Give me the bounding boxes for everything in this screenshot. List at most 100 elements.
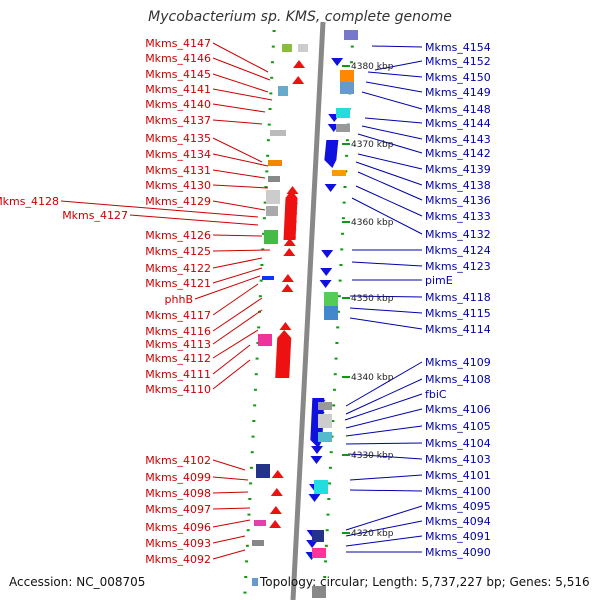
gene-label-mkms-4128[interactable]: Mkms_4128 — [0, 195, 59, 208]
connector-mkms-4128 — [60, 200, 259, 218]
connector-mkms-4129 — [212, 200, 266, 211]
connector-mkms-4109 — [345, 361, 423, 407]
gene-label-mkms-4099[interactable]: Mkms_4099 — [145, 471, 211, 484]
gene-label-mkms-4143[interactable]: Mkms_4143 — [425, 133, 491, 146]
gene-label-mkms-4141[interactable]: Mkms_4141 — [145, 83, 211, 96]
connector-mkms-4099 — [212, 476, 249, 481]
topology-text: Topology: circular; Length: 5,737,227 bp… — [260, 575, 590, 589]
connector-mkms-4108 — [345, 378, 423, 415]
connector-mkms-4111 — [212, 344, 251, 375]
gene-label-mkms-4112[interactable]: Mkms_4112 — [145, 352, 211, 365]
gene-label-mkms-4106[interactable]: Mkms_4106 — [425, 403, 491, 416]
connector-mkms-4149 — [365, 81, 423, 93]
gene-label-mkms-4123[interactable]: Mkms_4123 — [425, 260, 491, 273]
gene-label-mkms-4104[interactable]: Mkms_4104 — [425, 437, 491, 450]
connector-mkms-4130 — [212, 184, 269, 189]
gene-label-mkms-4150[interactable]: Mkms_4150 — [425, 71, 491, 84]
connector-mkms-4147 — [212, 42, 269, 73]
gene-label-mkms-4124[interactable]: Mkms_4124 — [425, 244, 491, 257]
gene-label-mkms-4105[interactable]: Mkms_4105 — [425, 420, 491, 433]
tick-marks — [243, 30, 355, 594]
gene-label-mkms-4130[interactable]: Mkms_4130 — [145, 179, 211, 192]
connector-mkms-4113 — [212, 309, 263, 345]
gene-label-mkms-4113[interactable]: Mkms_4113 — [145, 338, 211, 351]
connector-mkms-4133 — [355, 185, 423, 217]
gene-label-mkms-4111[interactable]: Mkms_4111 — [145, 368, 211, 381]
connector-phhb — [194, 275, 261, 300]
gene-label-mkms-4093[interactable]: Mkms_4093 — [145, 537, 211, 550]
accession-text: Accession: NC_008705 — [9, 575, 146, 589]
gene-label-mkms-4137[interactable]: Mkms_4137 — [145, 114, 211, 127]
gene-label-mkms-4116[interactable]: Mkms_4116 — [145, 325, 211, 338]
gene-label-mkms-4142[interactable]: Mkms_4142 — [425, 147, 491, 160]
gene-label-mkms-4136[interactable]: Mkms_4136 — [425, 194, 491, 207]
gene-label-mkms-4148[interactable]: Mkms_4148 — [425, 103, 491, 116]
gene-label-mkms-4103[interactable]: Mkms_4103 — [425, 453, 491, 466]
gene-label-mkms-4152[interactable]: Mkms_4152 — [425, 55, 491, 68]
gene-label-mkms-4133[interactable]: Mkms_4133 — [425, 210, 491, 223]
gene-label-fbic[interactable]: fbiC — [425, 388, 447, 401]
connector-mkms-4116 — [212, 297, 263, 332]
connector-mkms-4141 — [212, 88, 273, 101]
gene-label-mkms-4100[interactable]: Mkms_4100 — [425, 485, 491, 498]
connector-mkms-4142 — [357, 133, 423, 154]
gene-label-mkms-4146[interactable]: Mkms_4146 — [145, 52, 211, 65]
gene-label-mkms-4140[interactable]: Mkms_4140 — [145, 98, 211, 111]
gene-label-mkms-4132[interactable]: Mkms_4132 — [425, 228, 491, 241]
gene-label-mkms-4114[interactable]: Mkms_4114 — [425, 323, 491, 336]
genome-axis — [290, 21, 326, 600]
gene-label-mkms-4094[interactable]: Mkms_4094 — [425, 515, 491, 528]
connector-mkms-4095 — [345, 505, 423, 531]
gene-label-mkms-4154[interactable]: Mkms_4154 — [425, 41, 491, 54]
gene-label-mkms-4115[interactable]: Mkms_4115 — [425, 307, 491, 320]
gene-label-mkms-4144[interactable]: Mkms_4144 — [425, 117, 491, 130]
gene-label-mkms-4126[interactable]: Mkms_4126 — [145, 229, 211, 242]
connector-mkms-4112 — [212, 329, 259, 359]
gene-label-mkms-4122[interactable]: Mkms_4122 — [145, 262, 211, 275]
gene-label-mkms-4149[interactable]: Mkms_4149 — [425, 86, 491, 99]
gene-label-mkms-4127[interactable]: Mkms_4127 — [62, 209, 128, 222]
connector-mkms-4110 — [212, 359, 251, 390]
gene-label-mkms-4147[interactable]: Mkms_4147 — [145, 37, 211, 50]
gene-label-mkms-4101[interactable]: Mkms_4101 — [425, 469, 491, 482]
kbp-marker-4370-kbp: 4370 kbp — [351, 140, 394, 150]
gene-label-mkms-4135[interactable]: Mkms_4135 — [145, 132, 211, 145]
gene-label-mkms-4092[interactable]: Mkms_4092 — [145, 553, 211, 566]
gene-label-mkms-4131[interactable]: Mkms_4131 — [145, 164, 211, 177]
kbp-marker-4360-kbp: 4360 kbp — [351, 218, 394, 228]
connector-mkms-4122 — [212, 257, 263, 269]
gene-label-mkms-4110[interactable]: Mkms_4110 — [145, 383, 211, 396]
gene-label-mkms-4138[interactable]: Mkms_4138 — [425, 179, 491, 192]
gene-label-pime[interactable]: pimE — [425, 274, 453, 287]
gene-label-phhb[interactable]: phhB — [165, 293, 193, 306]
gene-label-mkms-4102[interactable]: Mkms_4102 — [145, 454, 211, 467]
connector-mkms-4093 — [212, 535, 246, 544]
connector-mkms-4098 — [212, 491, 249, 494]
connector-mkms-4102 — [212, 459, 246, 471]
connector-mkms-4100 — [349, 489, 423, 492]
gene-label-mkms-4091[interactable]: Mkms_4091 — [425, 530, 491, 543]
gene-label-mkms-4109[interactable]: Mkms_4109 — [425, 356, 491, 369]
gene-label-mkms-4129[interactable]: Mkms_4129 — [145, 195, 211, 208]
gene-label-mkms-4125[interactable]: Mkms_4125 — [145, 245, 211, 258]
connector-mkms-4101 — [349, 474, 423, 481]
gene-label-mkms-4118[interactable]: Mkms_4118 — [425, 291, 491, 304]
kbp-marker-4320-kbp: 4320 kbp — [351, 529, 394, 539]
connector-mkms-4144 — [364, 117, 423, 124]
gene-features — [252, 30, 358, 598]
connector-mkms-4132 — [351, 197, 423, 235]
connector-mkms-4125 — [212, 249, 271, 252]
gene-label-mkms-4098[interactable]: Mkms_4098 — [145, 487, 211, 500]
gene-label-mkms-4134[interactable]: Mkms_4134 — [145, 148, 211, 161]
gene-label-mkms-4108[interactable]: Mkms_4108 — [425, 373, 491, 386]
connector-mkms-4135 — [212, 137, 263, 163]
gene-label-mkms-4096[interactable]: Mkms_4096 — [145, 521, 211, 534]
gene-label-mkms-4121[interactable]: Mkms_4121 — [145, 277, 211, 290]
gene-label-mkms-4117[interactable]: Mkms_4117 — [145, 309, 211, 322]
gene-label-mkms-4097[interactable]: Mkms_4097 — [145, 503, 211, 516]
connector-mkms-4106 — [345, 408, 423, 429]
gene-label-mkms-4145[interactable]: Mkms_4145 — [145, 68, 211, 81]
gene-label-mkms-4090[interactable]: Mkms_4090 — [425, 546, 491, 559]
gene-label-mkms-4139[interactable]: Mkms_4139 — [425, 163, 491, 176]
gene-label-mkms-4095[interactable]: Mkms_4095 — [425, 500, 491, 513]
